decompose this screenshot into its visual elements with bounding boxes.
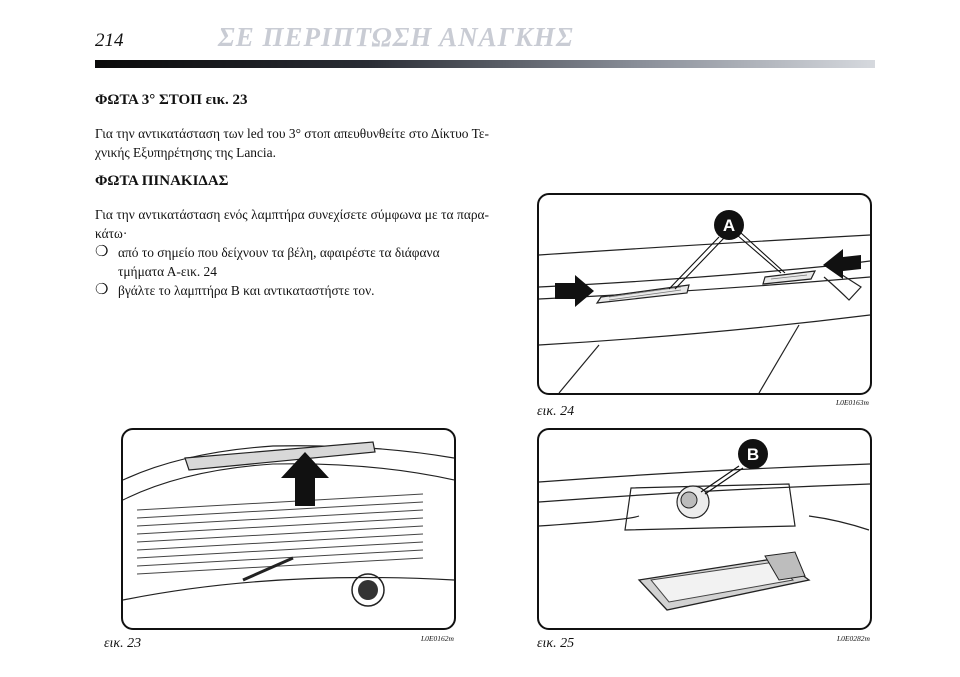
figure-caption: εικ. 24 [537,404,575,419]
callout-a-circle [714,210,744,240]
callout-b-circle [738,439,768,469]
chapter-title: ΣΕ ΠΕΡΙΠΤΩΣΗ ΑΝΑΓΚΗΣ [218,22,574,52]
list-item: ❍ από το σημείο που δείχνουν τα βέλη, αφ… [95,243,489,281]
figure-25-illustration: B [537,428,872,630]
callout-a-label: A [723,216,735,235]
figure-caption: εικ. 23 [104,636,142,651]
figure-code: L0E0282m [837,634,870,643]
bullet-icon: ❍ [95,244,109,260]
callout-b-label: B [747,445,759,464]
bullet-icon: ❍ [95,282,109,298]
paragraph-stop-light: Για την αντικατάσταση των led του 3° στο… [95,126,489,160]
list-item-text: βγάλτε το λαμπτήρα Β και αντικαταστήστε … [118,283,375,298]
figure-24-illustration: A [537,193,872,395]
section-heading-stop-light: ΦΩΤΑ 3° ΣΤΟΠ εικ. 23 [95,92,248,108]
list-item: ❍ βγάλτε το λαμπτήρα Β και αντικαταστήστ… [95,281,489,300]
paragraph-plate-light: Για την αντικατάσταση ενός λαμπτήρα συνε… [95,207,489,241]
list-item-text: από το σημείο που δείχνουν τα βέλη, αφαι… [118,245,440,279]
page-number: 214 [95,30,124,51]
figure-23-illustration [121,428,456,630]
figure-caption: εικ. 25 [537,636,575,651]
figure-code: L0E0162m [421,634,454,643]
section-heading-plate-light: ΦΩΤΑ ΠΙΝΑΚΙΔΑΣ [95,173,229,189]
figure-code: L0E0163m [836,398,869,407]
header-rule [95,60,875,68]
